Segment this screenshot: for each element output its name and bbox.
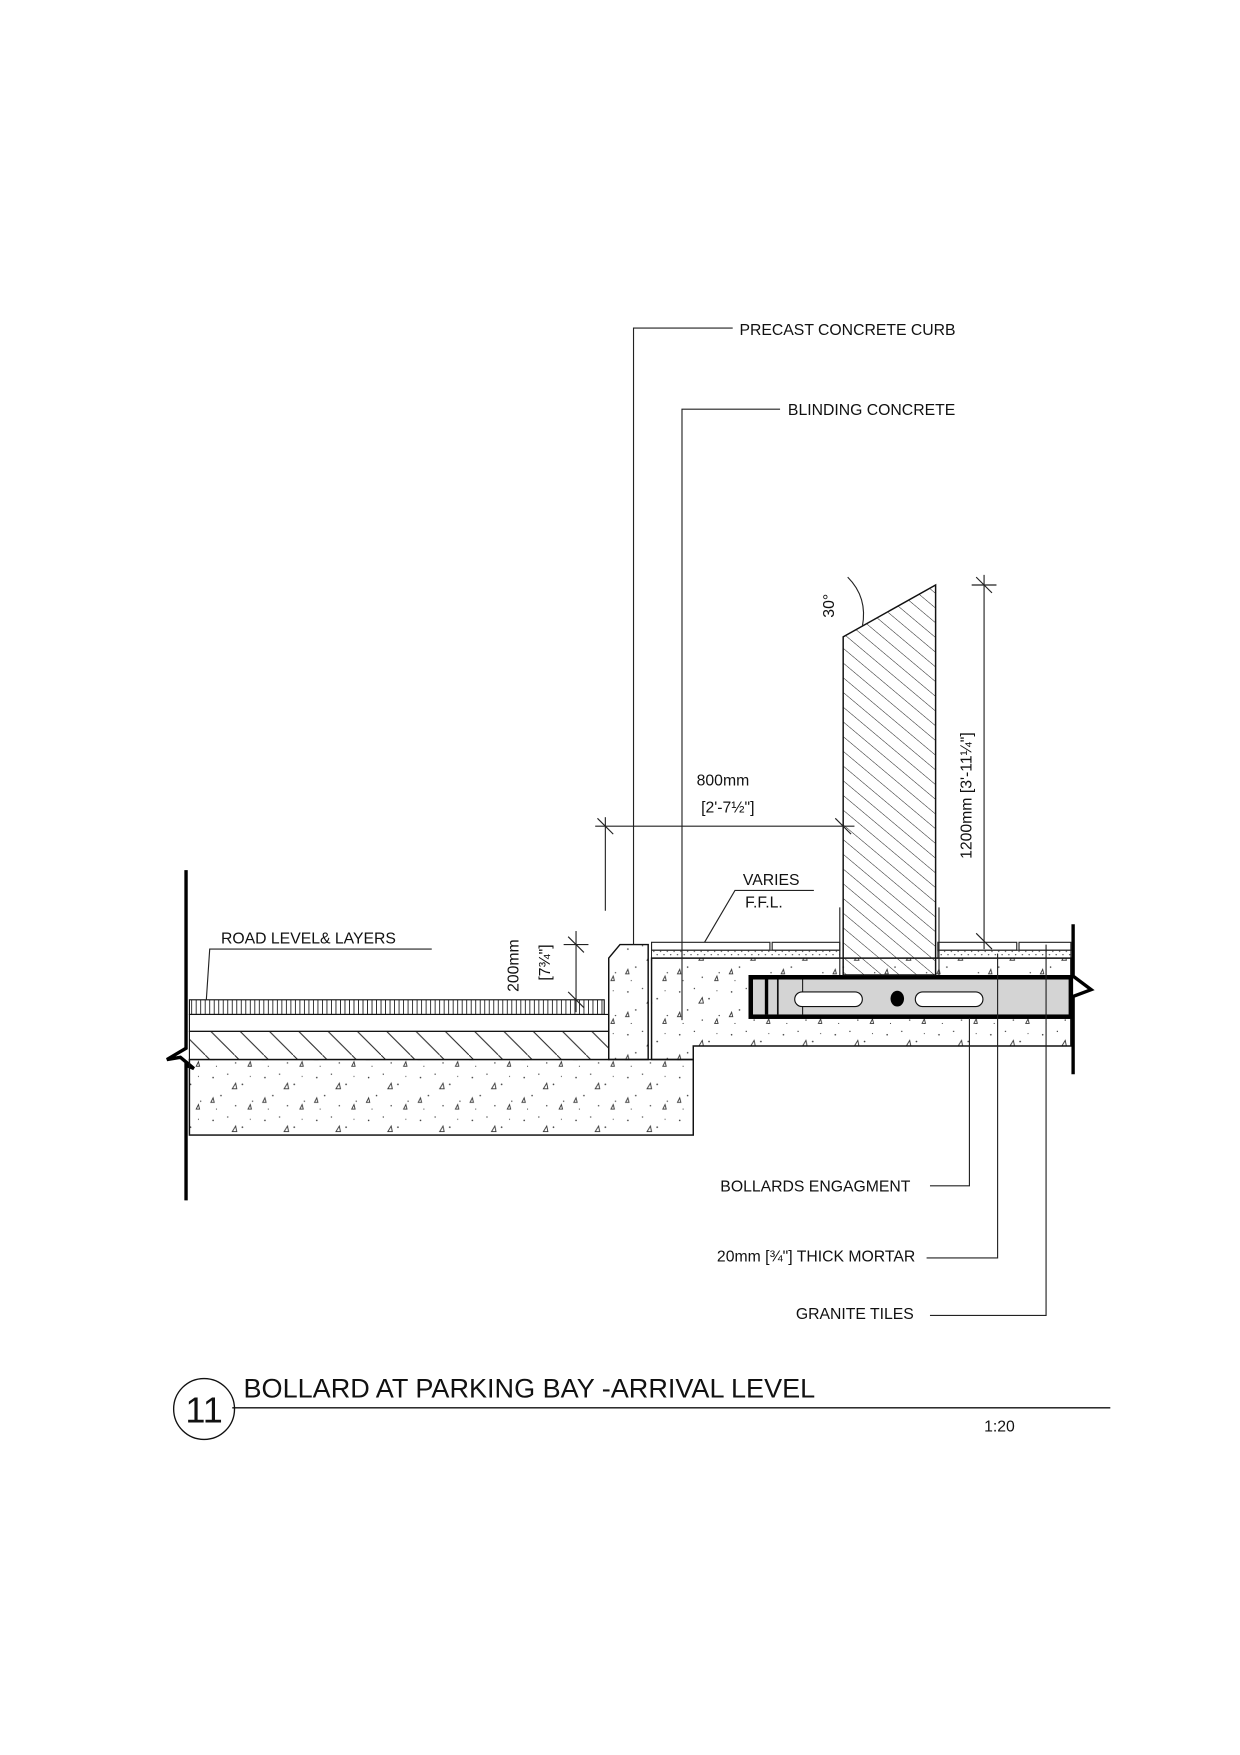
road-sub-layer [188,1013,610,1032]
anchor-bolt [890,990,905,1007]
mortar-layer [651,949,841,959]
road-concrete-slab [188,1058,694,1136]
height-dimension [971,574,997,950]
label-blinding-concrete: BLINDING CONCRETE [788,402,955,419]
leader-mortar [926,953,999,1259]
height-dimension-label: 1200mm [3'-11¼"] [959,732,976,859]
curb-dimension-imperial: [7¾"] [537,944,554,980]
road-base-layer [188,1030,610,1061]
label-varies: VARIES [743,872,800,889]
detail-number: 11 [185,1389,222,1430]
mortar-layer [937,949,1072,959]
slot [794,991,863,1008]
label-bollards-engagement: BOLLARDS ENGAGMENT [720,1178,910,1195]
left-break-line [166,870,196,1201]
slot [914,991,984,1008]
width-dimension-imperial: [2'-7½"] [701,800,754,817]
drawing-title: BOLLARD AT PARKING BAY -ARRIVAL LEVEL [244,1374,816,1404]
leader-ffl [704,889,814,943]
leader-road-level [205,948,432,1000]
label-mortar: 20mm [¾"] THICK MORTAR [717,1248,915,1265]
precast-curb [607,943,649,1061]
right-break-line [1071,924,1095,1075]
label-precast-curb: PRECAST CONCRETE CURB [739,322,955,339]
width-dimension-mm: 800mm [697,773,750,790]
curb-dimension [563,931,589,1013]
angle-label: 30° [821,594,838,618]
bollard-base-plate [748,975,1074,1019]
angle-arc [847,576,865,627]
leader-bollards-engagement [929,1017,970,1187]
bollard [842,583,937,976]
label-ffl: F.F.L. [745,894,783,911]
label-granite-tiles: GRANITE TILES [796,1306,914,1323]
leader-blinding-concrete [681,408,781,1021]
width-dimension [595,817,855,911]
label-road-level: ROAD LEVEL& LAYERS [221,930,396,947]
detail-number-circle [172,1377,236,1441]
curb-dimension-mm: 200mm [506,939,523,992]
leader-granite-tiles [929,944,1047,1316]
leader-precast-curb [632,327,733,945]
road-surface-layer [188,999,605,1016]
drawing-scale: 1:20 [984,1419,1015,1436]
